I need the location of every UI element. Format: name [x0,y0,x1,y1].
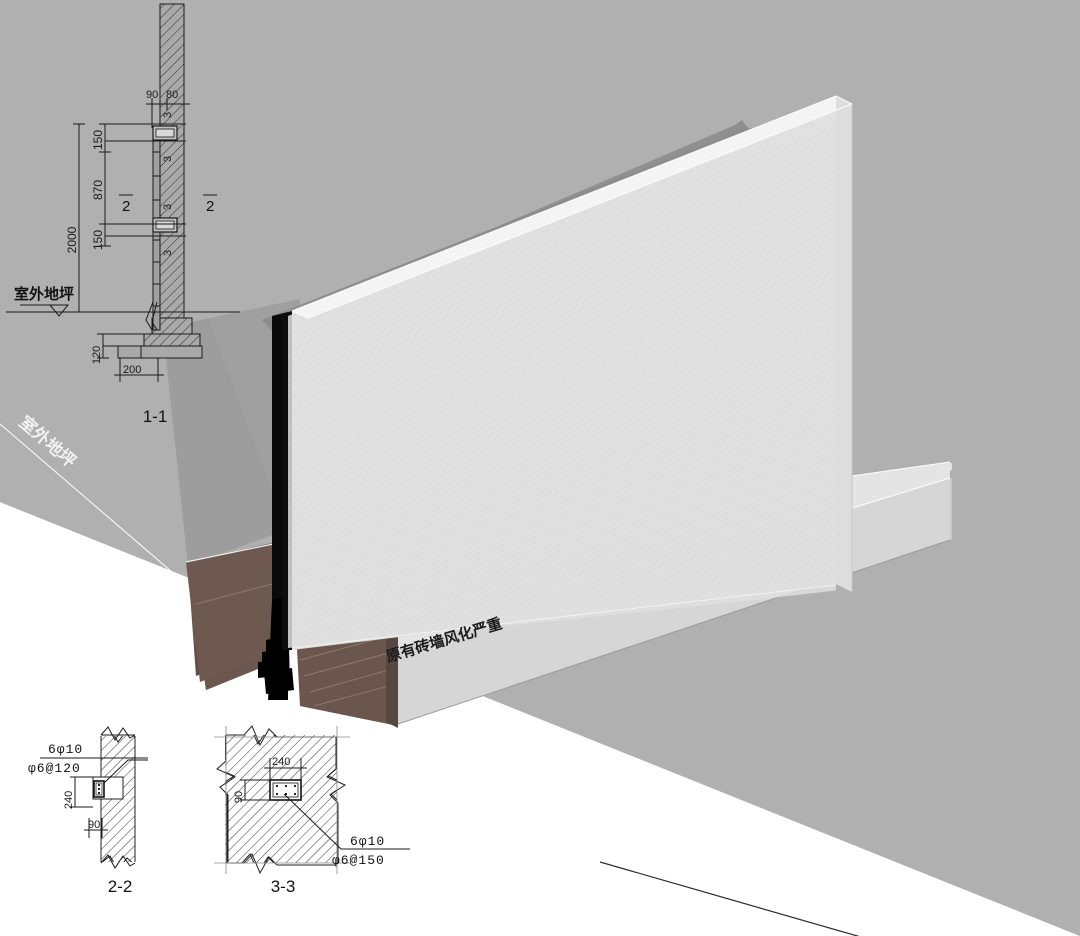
dim-200-label: 200 [123,364,141,376]
dim-240-label-2-2: 240 [63,791,75,809]
section-2-2-title: 2-2 [108,877,133,896]
dim-870: 870 [91,152,106,224]
hatch-mark-1: 3 [162,112,174,118]
wall-strip-cover-top [100,726,136,736]
dim-120-label: 120 [91,346,103,364]
section-marker-right-label: 2 [206,198,214,215]
dim-total-2000: 2000 [65,123,85,313]
tie-beam-upper-inner [155,128,175,138]
plinth-bottom-edge [397,539,951,725]
dim-240-2-2: 240 [63,776,93,809]
dim-240-3-3: 240 [264,756,307,782]
wall-right-end-face [836,96,852,592]
dim-90-label-2-2: 90 [88,819,100,831]
section-3-3-title: 3-3 [271,877,296,896]
wall-outlines [291,95,853,319]
dim-90-2-2: 90 [84,818,108,838]
dim-90-80: 90 80 [146,89,190,128]
dim-200: 200 [114,358,164,382]
dim-80-label: 80 [166,89,178,101]
dim-150-upper-label: 150 [91,130,105,150]
break-zig-bottom [100,854,136,869]
axis-lines-3-3 [214,726,350,874]
outdoor-ground-line [0,423,353,728]
detail-cast-shadow [163,318,286,566]
rebar-dots-3-3 [275,784,297,796]
dim-90-3-3: 90 [233,779,272,803]
rebar-main-label-2-2: 6φ10 [48,742,83,757]
footing-slab [117,345,203,359]
break-zig-top [100,726,136,741]
rebar-pocket-inner-3-3 [272,782,299,798]
dim-240-label-3-3: 240 [272,756,290,768]
hatch-mark-2: 3 [162,156,174,162]
section-1-1-title: 1-1 [143,407,168,426]
section-marker-left-label: 2 [122,198,130,215]
rebar-stirrup-label-3-3: φ6@150 [332,853,385,868]
reinforcement-splay-2 [151,301,158,331]
hatch-mark-3: 3 [162,204,174,210]
wall-base-line [291,584,837,649]
reinforcement-splay [145,301,154,331]
ground-edge-highlight [599,812,998,936]
dim-2000-label: 2000 [65,226,79,253]
section-marker-left: 2 [119,194,133,215]
ground-level-label: 室外地坪 [14,285,74,303]
hatch-mark-4: 3 [162,250,174,256]
dim-150-upper: 150 [91,123,186,153]
dim-120: 120 [91,333,146,364]
rebar-main-label-3-3: 6φ10 [350,834,385,849]
rebar-leader-2-2 [103,759,148,784]
wall-brick-texture [288,96,836,648]
dim-90-label: 90 [146,89,158,101]
rebar-dots-2-2 [97,783,101,795]
plinth-right-end [950,478,952,540]
soil-top-edge-left [185,542,279,563]
rebar-stirrup-label-2-2: φ6@120 [28,761,81,776]
dim-870-label: 870 [91,180,105,200]
dim-150-lower-label: 150 [91,230,105,250]
wall-strip-cover-bottom [100,862,136,872]
dim-150-lower: 150 [91,223,186,250]
tie-beam-lower-inner [155,220,175,230]
soil-trench-left [186,543,276,682]
wall-top-face [292,96,852,318]
ground-edge-dark [599,861,860,936]
hatch-number-marks: 3 3 3 3 [162,112,174,256]
dim-90-label-3-3: 90 [233,791,245,803]
break-cover-3-3 [212,724,351,875]
section-marker-right: 2 [203,194,217,215]
